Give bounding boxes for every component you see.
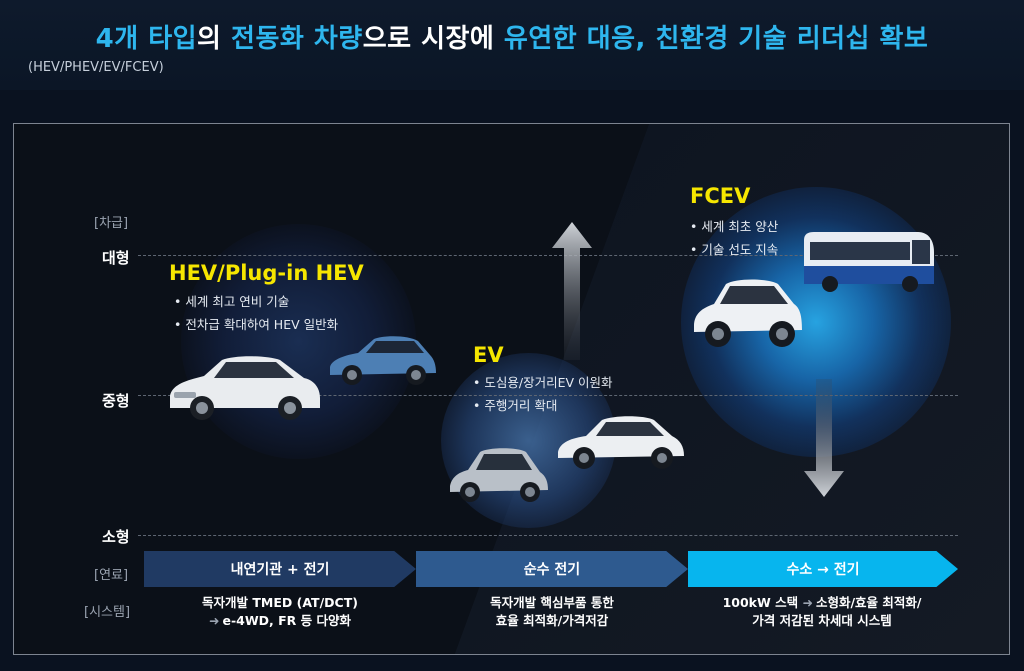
system-stage-2-line-2: 효율 최적화/가격저감 [495, 613, 609, 628]
ev-bullets: 도심용/장거리EV 이원화 주행거리 확대 [473, 371, 613, 417]
system-stage-1-line-2: e-4WD, FR 등 다양화 [222, 613, 351, 628]
title-part-0: 4개 타입 [95, 24, 198, 54]
fcev-bus-image [804, 232, 934, 292]
system-stage-2: 독자개발 핵심부품 통한 효율 최적화/가격저감 [416, 594, 688, 630]
axis-label-large: 대형 [102, 249, 130, 267]
title-part-2: 전동화 차량 [231, 24, 363, 54]
ev-bullet-2: 주행거리 확대 [473, 394, 613, 417]
axis-label-fuel: [연료] [94, 568, 129, 583]
gridline-small [138, 535, 958, 536]
system-stage-3-line-1-wrap: 100kW 스택 ➜소형화/효율 최적화/ [686, 594, 958, 612]
right-arrow-icon: ➜ [209, 613, 220, 628]
ev-silver-small-car-image [450, 448, 548, 502]
system-stage-1-line-1: 독자개발 TMED (AT/DCT) [202, 595, 358, 610]
system-stage-3-line-1a: 100kW 스택 [722, 595, 799, 610]
ev-white-car-image [558, 416, 684, 469]
diagram-panel: [차급] 대형 중형 소형 [연료] [시스템] HEV/Plug-in HEV… [13, 123, 1010, 655]
hev-bullets: 세계 최고 연비 기술 전차급 확대하여 HEV 일반화 [174, 290, 338, 336]
fuel-stage-2: 순수 전기 [416, 551, 688, 587]
system-stage-3-line-1b: 소형화/효율 최적화/ [815, 595, 922, 610]
axis-label-small: 소형 [102, 528, 130, 546]
title-part-1: 의 [197, 24, 232, 54]
page-title: 4개 타입의 전동화 차량으로 시장에 유연한 대응, 친환경 기술 리더십 확… [0, 18, 1024, 55]
right-arrow-icon: ➜ [802, 595, 813, 610]
axis-label-class: [차급] [94, 216, 129, 231]
fcev-bullet-1: 세계 최초 양산 [690, 215, 778, 238]
system-stage-3-line-2: 가격 저감된 차세대 시스템 [752, 613, 892, 628]
system-stage-1: 독자개발 TMED (AT/DCT) ➜e-4WD, FR 등 다양화 [144, 594, 416, 630]
gridline-large [138, 255, 958, 256]
up-arrow-icon [552, 222, 592, 360]
axis-label-mid: 중형 [102, 392, 130, 410]
fcev-bullets: 세계 최초 양산 기술 선도 지속 [690, 215, 778, 261]
fuel-stage-3: 수소 → 전기 [688, 551, 958, 587]
fuel-stage-1: 내연기관 + 전기 [144, 551, 416, 587]
header-band: 4개 타입의 전동화 차량으로 시장에 유연한 대응, 친환경 기술 리더십 확… [0, 0, 1024, 90]
hev-title: HEV/Plug-in HEV [169, 261, 364, 285]
system-stage-2-line-1: 독자개발 핵심부품 통한 [490, 595, 614, 610]
down-arrow-icon [804, 379, 844, 497]
fcev-bullet-2: 기술 선도 지속 [690, 238, 778, 261]
hev-bullet-1: 세계 최고 연비 기술 [174, 290, 338, 313]
system-stage-3: 100kW 스택 ➜소형화/효율 최적화/ 가격 저감된 차세대 시스템 [686, 594, 958, 630]
fcev-suv-image [694, 279, 802, 347]
system-stage-1-line-2-wrap: ➜e-4WD, FR 등 다양화 [144, 612, 416, 630]
ev-bullet-1: 도심용/장거리EV 이원화 [473, 371, 612, 394]
axis-label-system: [시스템] [84, 605, 131, 620]
ev-title: EV [473, 343, 504, 367]
title-part-4: 유연한 대응, 친환경 기술 리더십 확보 [503, 24, 929, 54]
fcev-title: FCEV [690, 184, 751, 208]
page-subtitle: (HEV/PHEV/EV/FCEV) [28, 60, 164, 75]
hev-bullet-2: 전차급 확대하여 HEV 일반화 [174, 313, 338, 336]
title-part-3: 으로 시장에 [362, 24, 504, 54]
hev-white-car-image [170, 356, 320, 420]
hev-blue-sedan-image [330, 336, 436, 385]
